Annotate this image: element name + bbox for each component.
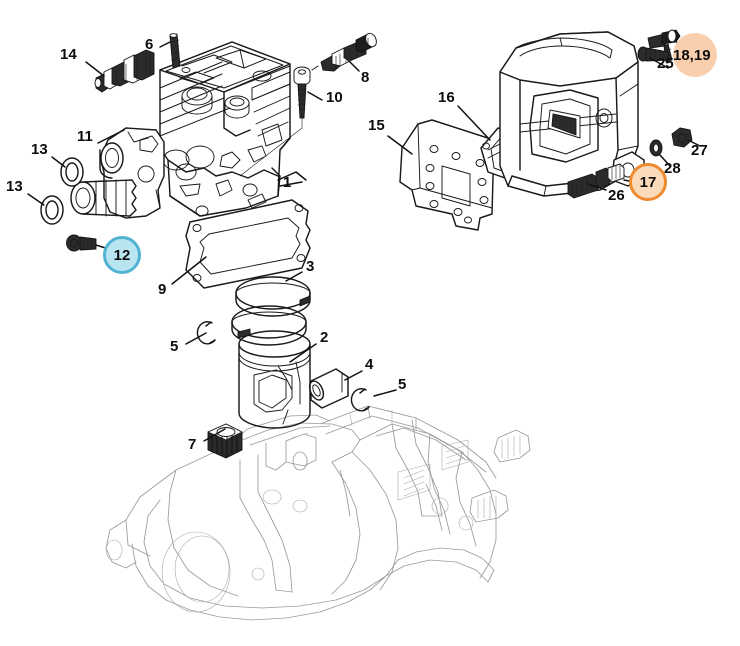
leader-1-a: [277, 171, 307, 181]
leader-1: [279, 181, 303, 187]
leader-4: [344, 370, 363, 381]
callout-2: 2: [320, 329, 329, 346]
part-17-muffler: [487, 31, 645, 197]
callout-9: 9: [158, 281, 167, 298]
leader-2: [289, 343, 317, 363]
part-6-dowel-pin: [169, 33, 181, 69]
part-9-base-gasket: [185, 199, 311, 289]
leader-10: [307, 91, 323, 101]
leader-16: [457, 105, 491, 141]
highlight-badge-12[interactable]: 12: [103, 236, 141, 274]
part-11-intake-manifold: [70, 127, 165, 219]
part-15-heat-shield: [399, 119, 495, 231]
leader-6: [159, 41, 171, 48]
callout-5-left: 5: [170, 338, 179, 355]
part-28-washer: [649, 139, 663, 157]
callout-28: 28: [664, 160, 681, 177]
leader-3: [285, 271, 303, 282]
leader-11: [97, 129, 125, 144]
callout-27: 27: [691, 142, 708, 159]
leader-15: [387, 135, 413, 155]
callout-4: 4: [365, 356, 374, 373]
callout-3: 3: [306, 258, 315, 275]
leader-26: [587, 183, 607, 191]
callout-13-lower: 13: [6, 178, 23, 195]
part-10-cylinder-bolt: [293, 66, 311, 129]
part-3-piston-rings: [231, 276, 311, 346]
callout-5-right: 5: [398, 376, 407, 393]
highlight-badge-17[interactable]: 17: [629, 163, 667, 201]
callout-25: 25: [657, 55, 674, 72]
part-4-piston-pin: [308, 368, 349, 409]
part-13-o-ring-lower: [40, 195, 64, 225]
callout-15: 15: [368, 117, 385, 134]
part-26-stud-bolt: [567, 163, 625, 199]
callout-13-upper: 13: [31, 141, 48, 158]
part-13-o-ring-upper: [60, 157, 84, 187]
callout-26: 26: [608, 187, 625, 204]
callout-1: 1: [283, 174, 292, 191]
callout-7: 7: [188, 436, 197, 453]
leader-8: [345, 57, 360, 72]
leader-25: [649, 57, 669, 69]
part-27-nut: [671, 127, 693, 148]
callout-8: 8: [361, 69, 370, 86]
part-1-cylinder: [159, 41, 291, 217]
part-8-spark-plug: [311, 32, 377, 72]
callout-14: 14: [60, 46, 77, 63]
part-7-needle-cage-bearing: [207, 423, 243, 459]
leader-5-right: [373, 389, 397, 397]
callout-16: 16: [438, 89, 455, 106]
callout-6: 6: [145, 36, 154, 53]
part-5-circlip-left: [196, 321, 216, 345]
highlight-label-1819[interactable]: 18,19: [673, 47, 711, 64]
part-25-muffler-screw: [637, 46, 669, 62]
callout-11: 11: [77, 128, 93, 145]
leader-13-lower: [27, 193, 45, 206]
leader-27: [687, 139, 701, 147]
part-14-decompression-valve: [94, 49, 155, 93]
leader-9: [171, 256, 207, 285]
part-5-circlip-right: [350, 388, 370, 412]
leader-5-left: [185, 332, 207, 345]
crankcase-ghost-assembly: [105, 405, 531, 621]
leader-14: [85, 61, 105, 77]
highlight-glow-1819: [673, 33, 717, 77]
leader-28: [658, 153, 671, 167]
callout-10: 10: [326, 89, 343, 106]
leader-13-upper: [51, 156, 66, 168]
leader-7: [203, 428, 226, 442]
part-12-manifold-screw: [66, 234, 97, 252]
